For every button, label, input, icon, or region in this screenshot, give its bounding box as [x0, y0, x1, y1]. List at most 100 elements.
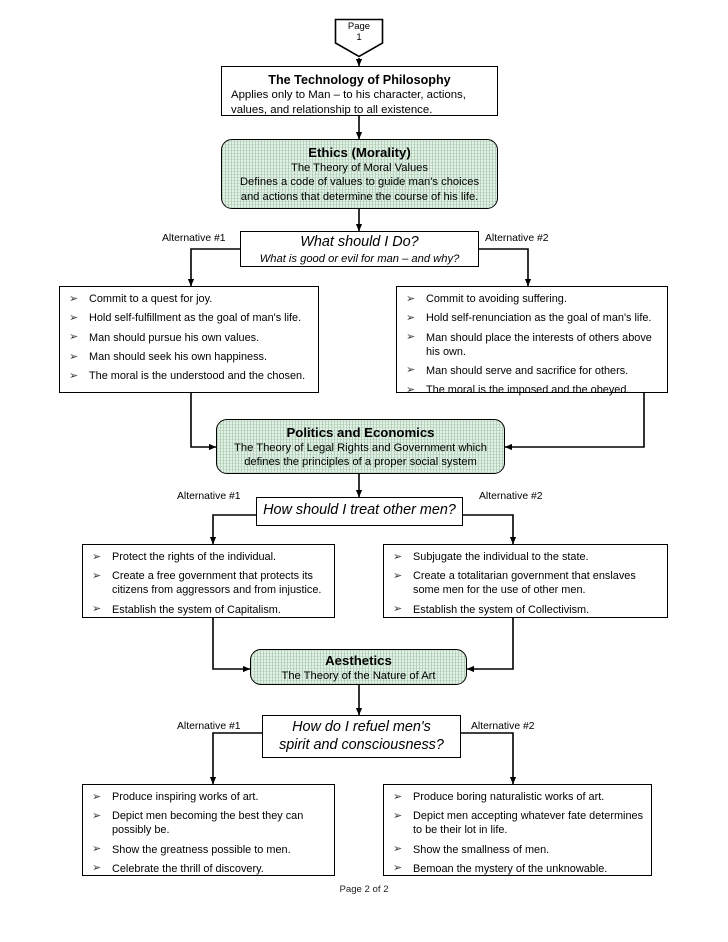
arrow-bullet-icon: ➢	[69, 369, 79, 382]
header-title: The Technology of Philosophy	[268, 73, 451, 87]
arrow-bullet-icon: ➢	[393, 603, 403, 616]
list-item: ➢ Man should pursue his own values.	[68, 331, 311, 346]
politics-alt1-box: ➢ Protect the rights of the individual. ➢ C…	[82, 544, 335, 618]
header-box: The Technology of Philosophy Applies onl…	[221, 66, 498, 116]
ethics-sub2: Defines a code of values to guide man's …	[239, 176, 480, 189]
ethics-question-box: What should I Do? What is good or evil f…	[240, 231, 479, 267]
politics-sub1: The Theory of Legal Rights and Governmen…	[234, 441, 487, 454]
ethics-alt2-box: ➢Commit to avoiding suffering.➢Hold self…	[396, 286, 668, 396]
aesthetics-sub1: The Theory of the Nature of Art	[281, 669, 436, 682]
arrow-bullet-icon: ➢	[406, 383, 416, 396]
arrow-bullet-icon: ➢	[92, 603, 102, 616]
list-item: ➢ Produce inspiring works of art.	[91, 791, 327, 805]
politics-box: Politics and Economics The Theory of Leg…	[216, 419, 505, 474]
list-item-text: Man should seek his own happiness.	[89, 351, 267, 364]
politics-alt1-list: ➢ Protect the rights of the individual. ➢ C…	[83, 545, 334, 623]
ethics-question-main: What should I Do?	[300, 234, 419, 250]
list-item: ➢ Show the greatness possible to men.	[91, 843, 327, 858]
ethics-alt1-list: ➢ Commit to a quest for joy. ➢Hold self-fu…	[60, 287, 318, 390]
list-item-text: Show the greatness possible to men.	[112, 843, 291, 856]
arrow-bullet-icon: ➢	[406, 311, 416, 324]
ethics-title: Ethics (Morality)	[308, 145, 411, 160]
list-item-text: Man should pursue his own values.	[89, 331, 260, 344]
page-marker: Page 1	[334, 18, 384, 58]
aesthetics-box: Aesthetics The Theory of the Nature of A…	[250, 649, 467, 685]
header-line1: Applies only to Man – to his character, …	[231, 89, 466, 102]
list-item: ➢ Commit to a quest for joy.	[68, 293, 311, 307]
ethics-sub3: and actions that determine the course of…	[240, 190, 479, 203]
list-item: ➢Show the smallness of men.	[392, 843, 644, 858]
ethics-alt2-label: Alternative #2	[484, 233, 550, 244]
politics-alt1-label: Alternative #1	[176, 491, 242, 502]
list-item-text: Commit to a quest for joy.	[89, 293, 213, 305]
list-item: ➢ Man should place the interests of other…	[405, 331, 660, 360]
list-item-text: The moral is the imposed and the obeyed.	[426, 384, 630, 397]
arrow-bullet-icon: ➢	[406, 364, 416, 377]
arrow-bullet-icon: ➢	[69, 292, 79, 305]
list-item-text: Man should serve and sacrifice for other…	[426, 364, 629, 377]
politics-alt2-box: ➢Subjugate the individual to the state.➢…	[383, 544, 668, 618]
ethics-question-sub: What is good or evil for man – and why?	[259, 252, 460, 265]
politics-alt2-list: ➢Subjugate the individual to the state.➢…	[384, 545, 667, 623]
list-item-text: Protect the rights of the individual.	[112, 551, 277, 563]
page-marker-line2: 1	[356, 32, 362, 44]
ethics-alt2-list: ➢Commit to avoiding suffering.➢Hold self…	[397, 287, 667, 404]
politics-alt2-label: Alternative #2	[478, 491, 544, 502]
arrow-bullet-icon: ➢	[92, 843, 102, 856]
list-item: ➢ Create a free government that protects …	[91, 570, 327, 598]
list-item-text: Commit to avoiding suffering.	[426, 293, 567, 305]
list-item-text: Bemoan the mystery of the unknowable.	[413, 862, 608, 875]
arrow-bullet-icon: ➢	[393, 790, 403, 803]
aesthetics-alt1-label: Alternative #1	[176, 721, 242, 732]
politics-sub2: defines the principles of a proper socia…	[244, 456, 477, 469]
page-footer: Page 2 of 2	[339, 884, 389, 895]
aesthetics-alt1-box: ➢ Produce inspiring works of art. ➢ Depict …	[82, 784, 335, 876]
list-item: ➢ Man should serve and sacrifice for othe…	[405, 364, 660, 379]
politics-title: Politics and Economics	[286, 425, 435, 440]
list-item: ➢ Depict men becoming the best they can p…	[91, 810, 327, 838]
header-line2: values, and relationship to all existenc…	[231, 104, 433, 117]
list-item: ➢Create a totalitarian government that e…	[392, 570, 660, 598]
aesthetics-alt2-box: ➢ Produce boring naturalistic works of ar…	[383, 784, 652, 876]
list-item-text: Produce boring naturalistic works of art…	[413, 791, 605, 803]
arrow-bullet-icon: ➢	[69, 311, 79, 324]
pentagon-shape	[334, 18, 384, 58]
page-marker-line1: Page	[347, 21, 371, 32]
arrow-bullet-icon: ➢	[393, 809, 403, 822]
aesthetics-alt2-list: ➢ Produce boring naturalistic works of ar…	[384, 785, 651, 883]
list-item: ➢Celebrate the thrill of discovery.	[91, 862, 327, 877]
list-item-text: Establish the system of Capitalism.	[112, 603, 281, 616]
aesthetics-question-sub: spirit and consciousness?	[279, 736, 444, 753]
list-item: ➢Man should seek his own happiness.	[68, 351, 311, 365]
list-item-text: Create a free government that protects i…	[112, 570, 322, 597]
arrow-bullet-icon: ➢	[92, 809, 102, 822]
arrow-bullet-icon: ➢	[92, 569, 102, 582]
list-item: ➢Commit to avoiding suffering.	[405, 293, 660, 307]
arrow-bullet-icon: ➢	[406, 331, 416, 344]
list-item: ➢ Establish the system of Capitalism.	[91, 603, 327, 618]
list-item: ➢Hold self-renunciation as the goal of m…	[405, 312, 660, 326]
list-item: ➢Hold self-fulfillment as the goal of ma…	[68, 312, 311, 326]
list-item-text: Depict men becoming the best they can po…	[112, 810, 304, 837]
politics-question-main: How should I treat other men?	[263, 502, 456, 518]
list-item: ➢ The moral is the understood and the cho…	[68, 370, 311, 384]
ethics-box: Ethics (Morality) The Theory of Moral Va…	[221, 139, 498, 209]
list-item: ➢Subjugate the individual to the state.	[392, 551, 660, 565]
arrow-bullet-icon: ➢	[69, 331, 79, 344]
aesthetics-question-main: How do I refuel men's	[292, 719, 431, 735]
aesthetics-question-box: How do I refuel men's spirit and conscio…	[262, 715, 461, 758]
list-item: ➢ Produce boring naturalistic works of ar…	[392, 791, 644, 805]
list-item: ➢Depict men accepting whatever fate dete…	[392, 810, 644, 838]
arrow-bullet-icon: ➢	[92, 790, 102, 803]
list-item: ➢Establish the system of Collectivism.	[392, 603, 660, 618]
arrow-bullet-icon: ➢	[92, 862, 102, 875]
list-item-text: Produce inspiring works of art.	[112, 791, 259, 803]
list-item-text: Create a totalitarian government that en…	[413, 570, 636, 597]
list-item: ➢ The moral is the imposed and the obeyed…	[405, 384, 660, 398]
list-item-text: The moral is the understood and the chos…	[89, 370, 306, 383]
arrow-bullet-icon: ➢	[393, 550, 403, 563]
ethics-alt1-box: ➢ Commit to a quest for joy. ➢Hold self-fu…	[59, 286, 319, 393]
list-item-text: Man should place the interests of others…	[426, 331, 652, 358]
ethics-sub1: The Theory of Moral Values	[290, 161, 428, 174]
